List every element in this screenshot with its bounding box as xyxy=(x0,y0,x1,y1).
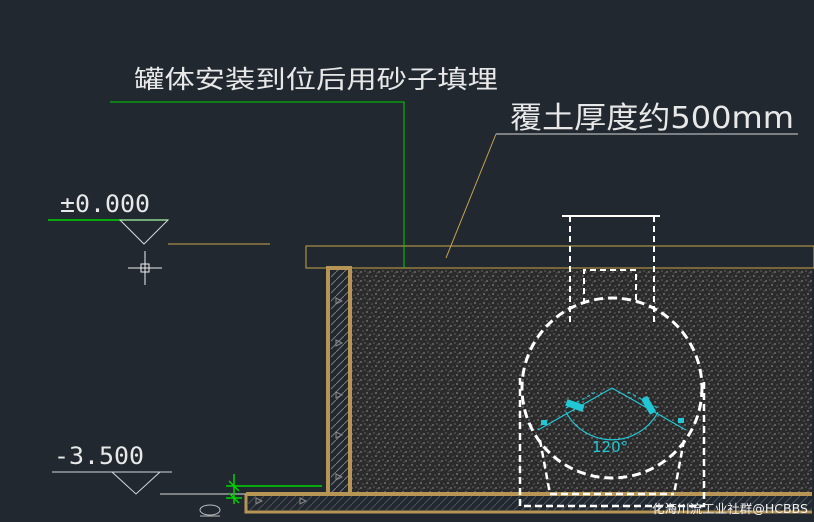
angle-dot-left xyxy=(541,420,547,425)
tank-shaft xyxy=(562,215,660,322)
cover-leader-line xyxy=(445,133,497,259)
bottom-elevation-triangle xyxy=(110,471,162,495)
angle-tick-left xyxy=(565,399,585,412)
angle-label: 120° xyxy=(592,438,628,456)
cut-symbol xyxy=(199,504,221,517)
angle-tick-right xyxy=(641,395,657,415)
wall-markers xyxy=(255,297,344,505)
cover-soil-band xyxy=(305,245,814,269)
angle-dot-right xyxy=(678,418,684,423)
bottom-slab-lower xyxy=(244,494,812,514)
backfill-leader-line xyxy=(110,101,405,268)
cover-note: 覆土厚度约500mm xyxy=(510,101,794,136)
cad-crosshair xyxy=(128,251,162,285)
retaining-wall xyxy=(326,266,352,494)
ground-elevation-triangle xyxy=(118,219,170,245)
backfill-note: 罐体安装到位后用砂子填埋 xyxy=(134,65,498,94)
wall-inner-hatch xyxy=(331,270,349,494)
tank-body xyxy=(520,296,704,480)
sand-fill-area xyxy=(352,268,812,494)
tank-saddle xyxy=(518,378,706,508)
ground-elevation-label: ±0.000 xyxy=(60,190,150,218)
slab-dimension-mark xyxy=(226,474,322,504)
bottom-elevation-label: -3.500 xyxy=(54,442,144,470)
watermark: 化海川流工业社群@HCBBS xyxy=(652,501,808,516)
